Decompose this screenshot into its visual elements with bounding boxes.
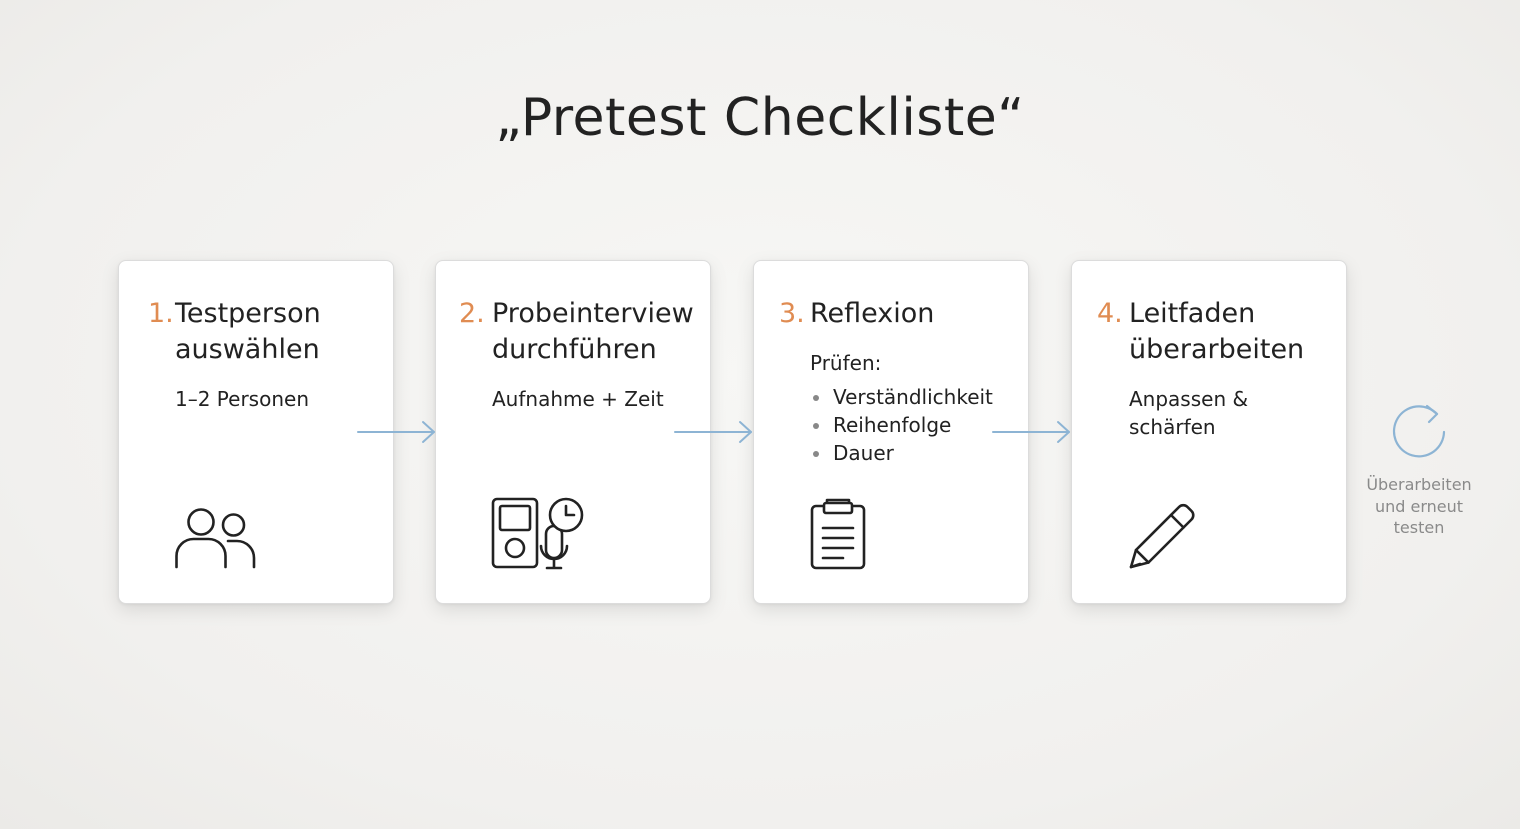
arrow-right-icon <box>357 421 435 443</box>
step-subtitle: 1–2 Personen <box>175 387 309 411</box>
list-item: Dauer <box>811 439 993 467</box>
list-item: Verständlichkeit <box>811 383 993 411</box>
step-card-4: 4. Leitfaden überarbeiten Anpassen & sch… <box>1071 260 1347 604</box>
step-subtitle: Anpassen & schärfen <box>1129 387 1249 439</box>
step-title: Leitfaden überarbeiten <box>1129 298 1305 365</box>
people-icon <box>175 508 256 569</box>
refresh-icon <box>1392 404 1446 458</box>
step-number: 1. <box>148 298 174 329</box>
step-title: Reflexion <box>810 298 935 329</box>
check-list: Verständlichkeit Reihenfolge Dauer <box>811 383 993 467</box>
step-number: 2. <box>459 298 485 329</box>
loop-label: Überarbeiten und erneut testen <box>1366 475 1472 537</box>
arrow-right-icon <box>674 421 752 443</box>
step-subtitle: Prüfen: <box>810 351 882 375</box>
pencil-icon <box>1129 504 1195 569</box>
step-number: 3. <box>779 298 805 329</box>
step-number: 4. <box>1097 298 1123 329</box>
step-card-3: 3. Reflexion Prüfen: Verständlichkeit Re… <box>753 260 1029 604</box>
step-title: Probeinterview durchführen <box>492 298 694 365</box>
step-card-1: 1. Testperson auswählen 1–2 Personen <box>118 260 394 604</box>
arrow-right-icon <box>992 421 1070 443</box>
step-title: Testperson auswählen <box>175 298 321 365</box>
recorder-microphone-clock-icon <box>491 497 584 570</box>
step-card-2: 2. Probeinterview durchführen Aufnahme +… <box>435 260 711 604</box>
page-title: „Pretest Checkliste“ <box>495 88 1025 148</box>
step-subtitle: Aufnahme + Zeit <box>492 387 664 411</box>
list-item: Reihenfolge <box>811 411 993 439</box>
clipboard-icon <box>810 498 866 570</box>
